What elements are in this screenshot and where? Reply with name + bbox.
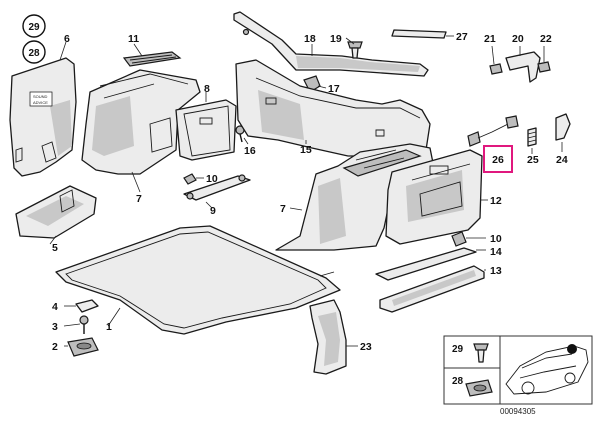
badge-28-circle <box>22 40 46 64</box>
pad-4 <box>75 299 99 313</box>
callout-11: 11 <box>128 33 139 45</box>
inset-label-28: 28 <box>452 376 464 387</box>
callout-8: 8 <box>204 83 210 95</box>
callout-14: 14 <box>490 246 502 258</box>
side-panel-12 <box>385 149 483 245</box>
callout-27: 27 <box>456 31 468 43</box>
grommet-2 <box>67 337 99 357</box>
callout-7-left: 7 <box>136 193 142 205</box>
rear-panel-trim <box>235 59 431 157</box>
nut-22 <box>537 61 551 73</box>
clip-10-left <box>183 173 197 185</box>
callout-6: 6 <box>64 33 70 45</box>
inset-panel: 29 28 <box>443 335 593 405</box>
wheel-arch-trim-left <box>81 69 201 175</box>
callout-5: 5 <box>52 242 58 254</box>
callout-9: 9 <box>210 205 216 217</box>
trim-strip-14 <box>375 247 477 281</box>
location-marker <box>567 344 577 354</box>
trim-strip-upper <box>233 11 429 77</box>
screw-3 <box>79 315 89 334</box>
latch-24 <box>555 113 571 141</box>
callout-10-left: 10 <box>206 173 218 185</box>
callout-15: 15 <box>300 144 312 156</box>
callout-18: 18 <box>304 33 316 45</box>
callout-21: 21 <box>484 33 496 45</box>
grommet-28 <box>465 379 493 397</box>
bracket-23 <box>309 299 347 375</box>
callout-10-right: 10 <box>490 233 502 245</box>
callout-24: 24 <box>556 154 568 166</box>
callout-3: 3 <box>52 321 58 333</box>
spring-clip-25 <box>527 127 537 147</box>
bracket-20 <box>505 51 541 83</box>
badge-29-label: 29 <box>28 22 40 33</box>
floor-mat <box>55 225 341 335</box>
callout-19: 19 <box>330 33 342 45</box>
callout-26: 26 <box>492 154 504 166</box>
car-location-sketch <box>505 344 589 395</box>
inset-label-29: 29 <box>452 344 464 355</box>
panel-text-line1: SOUND <box>33 94 48 99</box>
wiring-harness-26 <box>467 115 519 147</box>
clip-10-right <box>451 231 467 247</box>
callout-20: 20 <box>512 33 524 45</box>
rivet-29 <box>473 343 489 363</box>
callout-1: 1 <box>106 321 112 333</box>
badge-29-circle <box>22 14 46 38</box>
side-trim-right <box>275 143 435 251</box>
reference-number: 00094305 <box>500 407 536 416</box>
highlight-box-26 <box>483 145 513 173</box>
side-trim-panel-left: SOUND ADVICE <box>9 57 77 177</box>
callout-13: 13 <box>490 265 502 277</box>
panel-text-line2: ADVICE <box>33 100 48 105</box>
trim-cover-small <box>122 51 182 67</box>
sill-strip-13 <box>379 265 485 313</box>
storage-tray <box>15 185 97 239</box>
callout-23: 23 <box>360 341 372 353</box>
callout-25: 25 <box>527 154 539 166</box>
trim-strip-9 <box>183 174 251 201</box>
callout-12: 12 <box>490 195 502 207</box>
callout-7-right: 7 <box>280 203 286 215</box>
screw-21 <box>489 63 503 75</box>
seal-strip-27 <box>391 29 447 39</box>
trim-cover-8 <box>175 99 237 161</box>
callout-4: 4 <box>52 301 58 313</box>
callout-16: 16 <box>244 145 256 157</box>
badge-28-label: 28 <box>28 48 40 59</box>
push-rivet-19 <box>347 41 363 59</box>
callout-2: 2 <box>52 341 58 353</box>
callout-17: 17 <box>328 83 340 95</box>
callout-22: 22 <box>540 33 552 45</box>
